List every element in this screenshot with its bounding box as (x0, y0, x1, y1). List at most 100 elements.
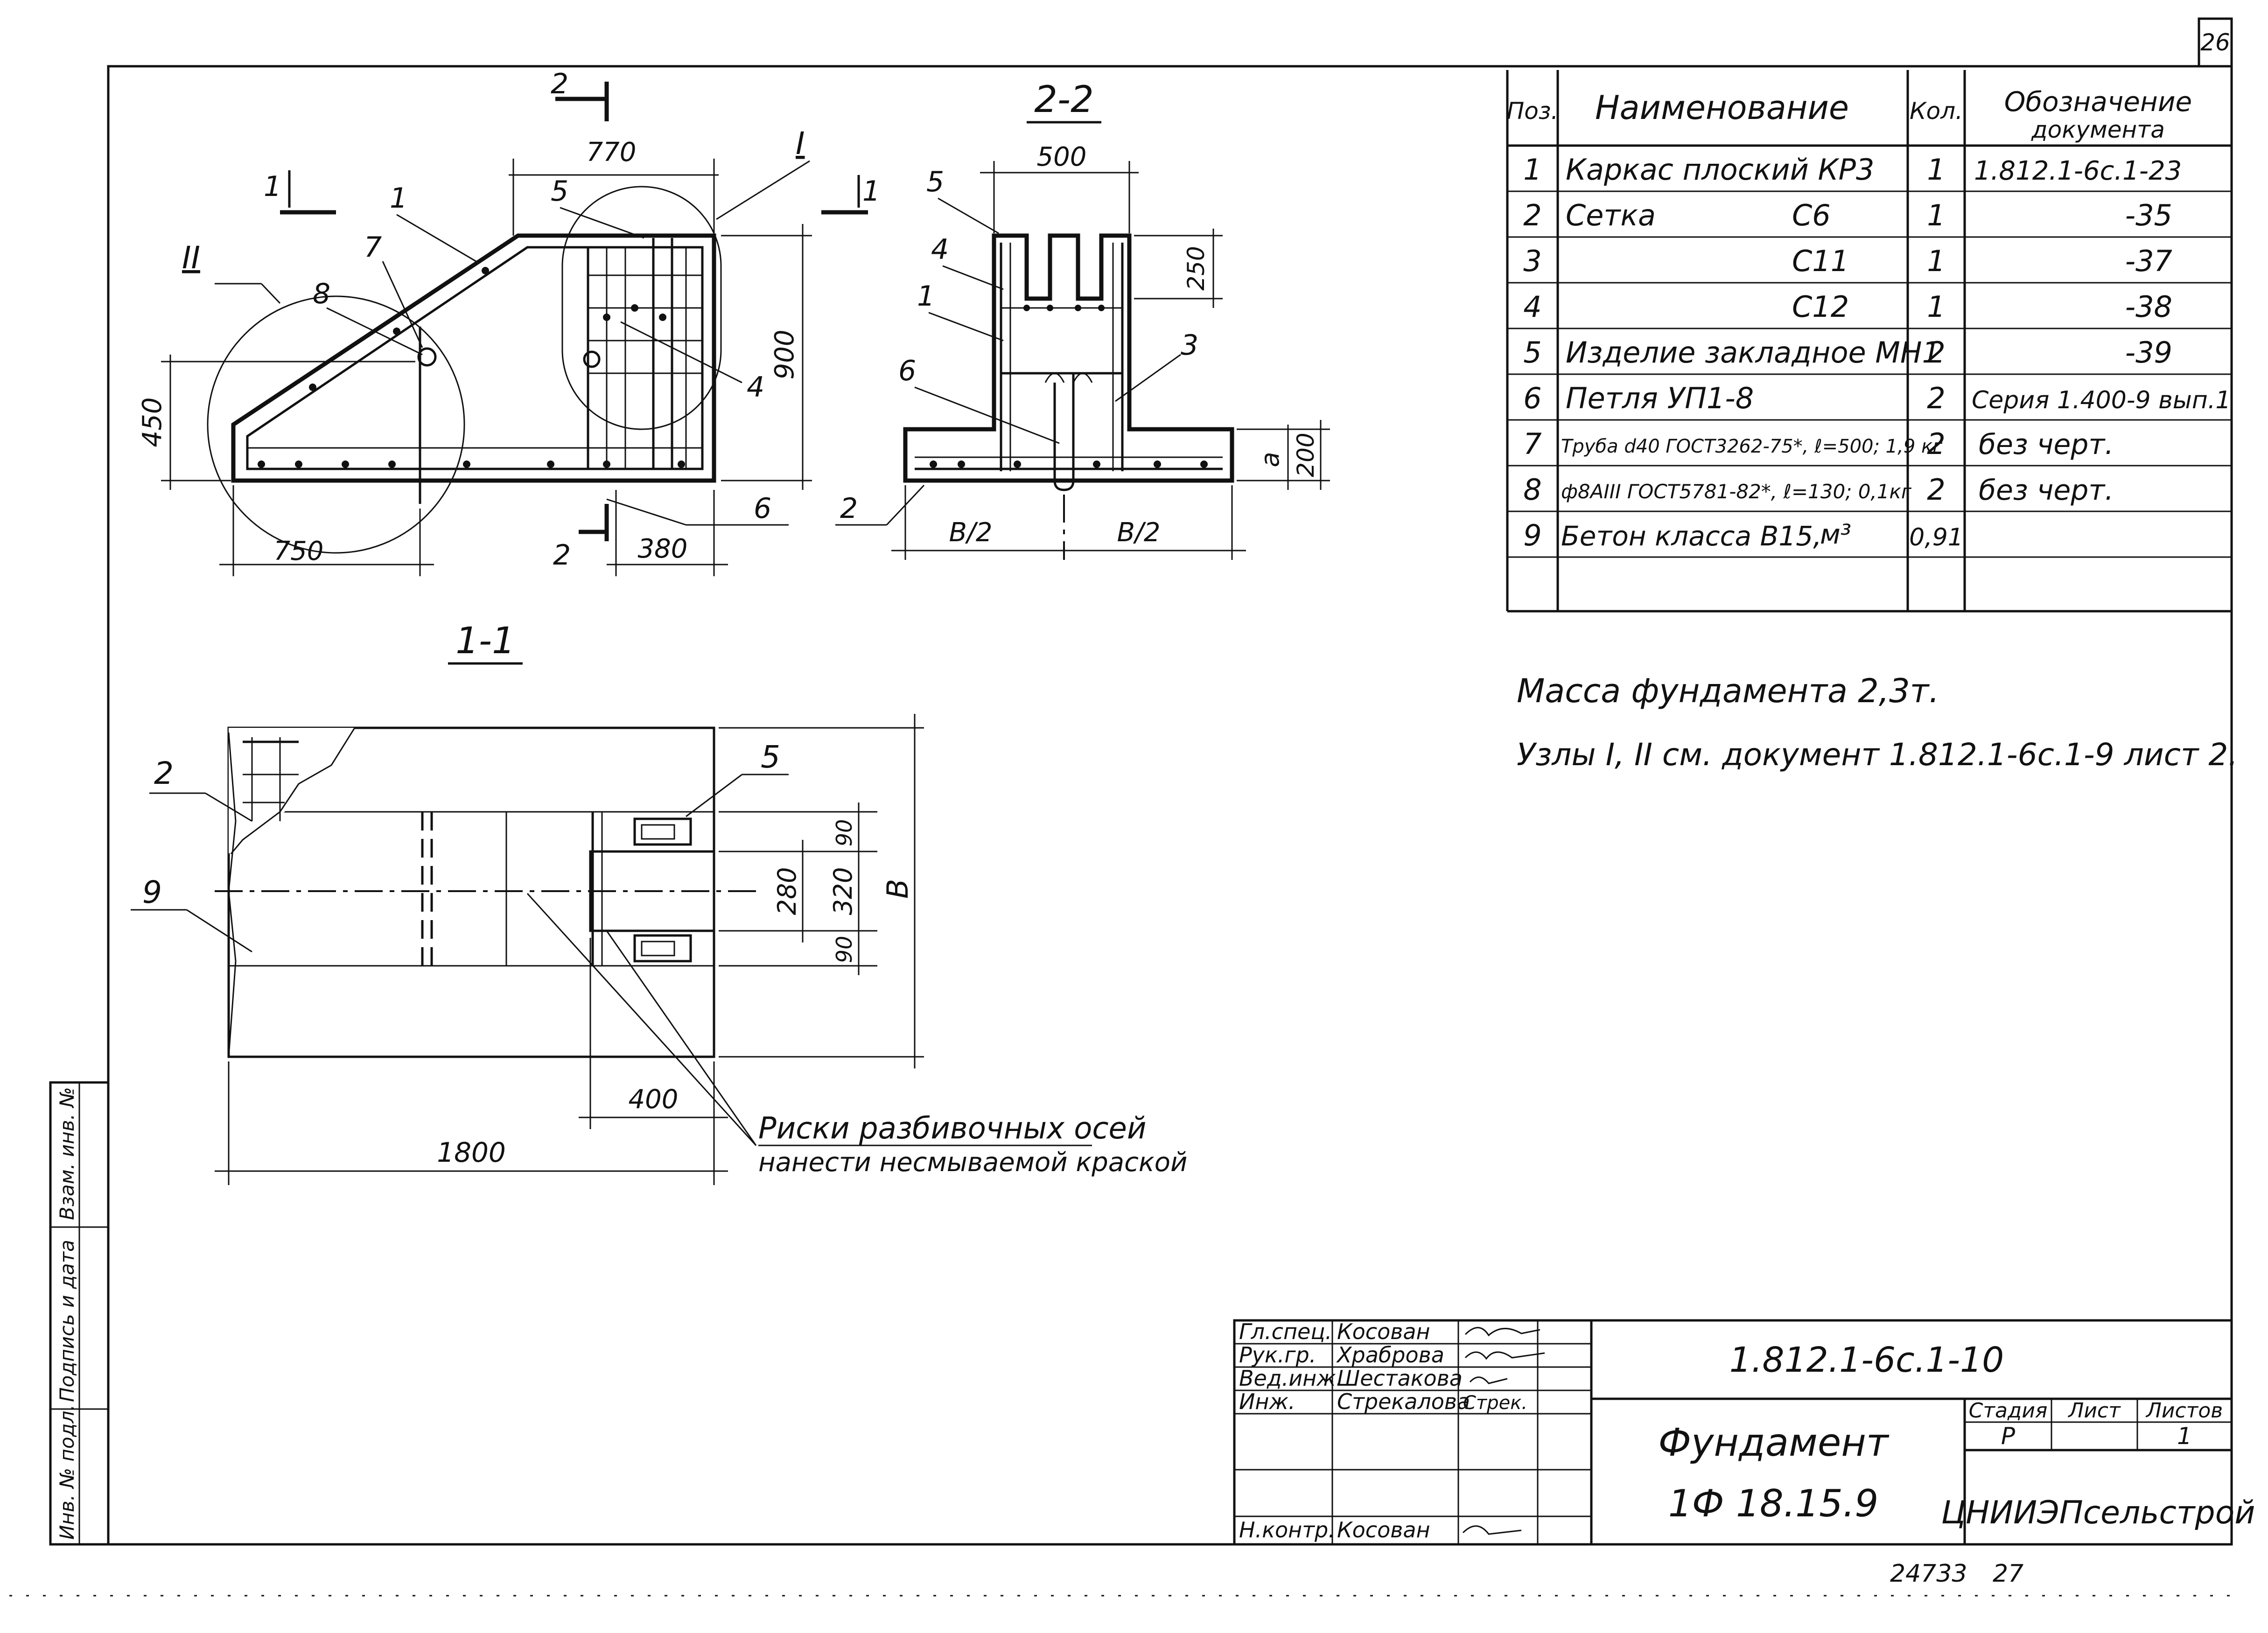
tb-sign-4: Стрек. (1463, 1392, 1527, 1414)
tb-name-7: Косован (1337, 1517, 1430, 1542)
sheet-number: 26 (2200, 29, 2230, 56)
bom-row: 5 Изделие закладное МН1 2 -39 (1523, 335, 2172, 370)
tb-name-line1: Фундамент (1658, 1421, 1890, 1465)
bom-qty: 1 (1927, 153, 1945, 187)
bom-row: 3 С11 1 -37 (1523, 244, 2172, 278)
bom-pos: 2 (1523, 198, 1541, 232)
elev-dim-bottom-left: 750 (274, 536, 324, 566)
bom-pos: 7 (1523, 427, 1541, 461)
plan-callout-9: 9 (142, 874, 162, 910)
elev-callout-1: 1 (390, 182, 407, 215)
title-block: Гл.спец. Косован Рук.гр. Храброва Вед.ин… (1233, 1319, 2255, 1546)
bom-row: 4 С12 1 -38 (1523, 290, 2172, 324)
plan-note-line2: нанести несмываемой краской (758, 1147, 1187, 1178)
bom-header-doc1: Обозначение (2004, 86, 2192, 118)
tb-sheet-header: Лист (2067, 1399, 2121, 1423)
bom-qty: 1 (1927, 244, 1945, 278)
bom-qty: 0,91 (1909, 523, 1963, 551)
tb-role-7: Н.контр. (1239, 1517, 1335, 1542)
bom-row: 2 Сетка С6 1 -35 (1523, 198, 2172, 232)
elev-callout-4: 4 (747, 371, 764, 404)
bom-qty: 2 (1927, 473, 1945, 507)
plan-dim-280: 280 (772, 867, 802, 915)
signature-icon (1462, 1327, 1545, 1535)
tb-name-4: Стрекалова (1337, 1389, 1470, 1414)
bom-name: Петля УП1-8 (1566, 381, 1754, 415)
bom-table: Поз. Наименование Кол. Обозначение докум… (1506, 70, 2235, 613)
side-stamp: Инв. № подл. Подпись и дата Взам. инв. № (49, 1081, 110, 1546)
bom-name: Бетон класса В15, (1561, 520, 1822, 552)
tb-role-4: Инж. (1239, 1389, 1295, 1414)
bom-qty: 2 (1927, 381, 1945, 415)
bom-pos: 6 (1523, 381, 1541, 415)
tb-sheets-value: 1 (2177, 1423, 2192, 1450)
bom-header-qty: Кол. (1910, 98, 1963, 125)
tb-name-1: Косован (1337, 1319, 1430, 1344)
bom-doc: -37 (2125, 244, 2172, 278)
tb-role-1: Гл.спец. (1239, 1319, 1332, 1344)
tb-organization: ЦНИИЭПсельстрой (1941, 1494, 2255, 1531)
elev-dim-left: 450 (137, 398, 168, 447)
sec22-callout-3: 3 (1181, 329, 1198, 362)
cut-2-bottom: 2 (553, 539, 571, 572)
side-stamp-inv: Инв. № подл. (56, 1404, 78, 1540)
bom-header-pos: Поз. (1507, 98, 1559, 125)
side-stamp-sign: Подпись и дата (56, 1240, 78, 1402)
side-stamp-replace: Взам. инв. № (56, 1087, 78, 1220)
plan-dim-400: 400 (629, 1084, 679, 1115)
note-mass: Масса фундамента 2,3т. (1517, 672, 1939, 710)
tb-doc-code: 1.812.1-6с.1-10 (1729, 1340, 2004, 1380)
tb-stage-value: Р (2001, 1423, 2016, 1450)
plan-callout-2: 2 (154, 755, 174, 791)
bom-row: 8 ф8АIII ГОСТ5781-82*, ℓ=130; 0,1кг 2 бе… (1523, 473, 2114, 507)
bom-pos: 4 (1523, 290, 1541, 324)
sec22-dim-half-right: B/2 (1117, 517, 1161, 548)
bom-doc: Серия 1.400-9 вып.1 (1972, 386, 2231, 414)
sec22-dim-half-left: B/2 (949, 517, 993, 548)
bom-doc: -39 (2125, 335, 2172, 370)
bom-pos: 9 (1523, 518, 1541, 552)
bom-mark: С12 (1792, 290, 1849, 324)
sec22-dim-top: 500 (1037, 142, 1087, 172)
bom-row: 9 Бетон класса В15, м³ 0,91 (1523, 518, 1963, 552)
bom-header-name: Наименование (1595, 89, 1849, 127)
note-nodes: Узлы I, II см. документ 1.812.1-6с.1-9 л… (1517, 737, 2238, 773)
section-2-2-title: 2-2 (1034, 79, 1093, 121)
bom-header-doc2: документа (2031, 116, 2165, 143)
cut-1-right: 1 (862, 175, 880, 208)
bom-pos: 8 (1523, 473, 1541, 507)
cut-1-left: 1 (264, 170, 281, 203)
plan-dim-B: B (881, 879, 915, 899)
plan-1-1-view: 1-1 90 320 (131, 620, 1187, 1185)
sec22-callout-6: 6 (898, 355, 916, 387)
sec22-dim-200: 200 (1292, 433, 1319, 477)
section-2-2-view: 2-2 500 250 200 a (835, 79, 1330, 560)
tb-role-3: Вед.инж. (1239, 1366, 1343, 1391)
elev-dim-bottom-right: 380 (638, 534, 688, 564)
bom-qty: 1 (1927, 198, 1945, 232)
tb-role-2: Рук.гр. (1239, 1342, 1316, 1368)
bom-row: 1 Каркас плоский КР3 1 1.812.1-6с.1-23 (1523, 153, 2182, 187)
bom-doc: -38 (2125, 290, 2172, 324)
elev-dim-height: 900 (770, 330, 800, 380)
bom-pos: 5 (1523, 335, 1541, 370)
bom-name: Труба d40 ГОСТ3262-75*, ℓ=500; 1,9 кг (1561, 436, 1943, 457)
bom-name: Сетка (1566, 198, 1656, 232)
plan-dim-1800: 1800 (437, 1137, 506, 1168)
bom-name: Изделие закладное МН1 (1566, 335, 1940, 370)
elev-dim-top: 770 (587, 137, 637, 167)
sheet-frame: 26 (9, 17, 2240, 1597)
bom-mark: м³ (1820, 518, 1851, 550)
bom-pos: 3 (1523, 244, 1541, 278)
bom-qty: 2 (1927, 335, 1945, 370)
plan-note-line1: Риски разбивочных осей (758, 1111, 1147, 1146)
plan-dim-90b: 90 (832, 936, 857, 963)
bom-name: Каркас плоский КР3 (1566, 153, 1874, 187)
elevation-view: 770 900 450 750 380 2 2 1 1 II I (137, 68, 880, 576)
sec22-callout-4: 4 (931, 233, 949, 266)
node-II-label: II (182, 240, 200, 276)
bom-mark: С6 (1792, 198, 1831, 232)
tb-stage-header: Стадия (1969, 1399, 2048, 1423)
elev-callout-8: 8 (313, 278, 330, 310)
